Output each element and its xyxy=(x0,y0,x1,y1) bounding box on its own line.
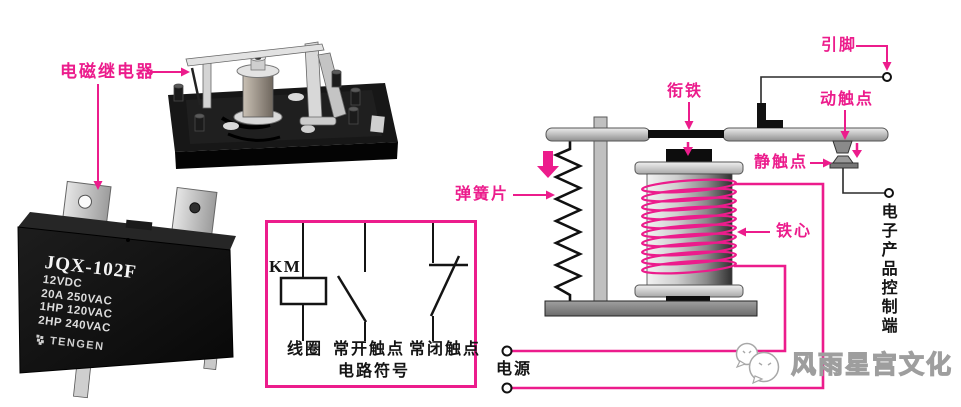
tengen-logo-icon xyxy=(36,334,44,346)
control-terminal-label: 电子产品控制端 xyxy=(878,203,896,336)
iron-core-label: 铁心 xyxy=(776,223,813,240)
terminal-knobs xyxy=(173,69,361,132)
armature-label: 衔铁 xyxy=(667,83,704,100)
watermark-brand-text: 风雨星宫文化 xyxy=(790,350,954,379)
relay-print-block: JQX-102F 12VDC 20A 250VAC 1HP 120VAC 2HP… xyxy=(35,252,217,365)
power-label: 电源 xyxy=(496,361,533,378)
photo-label-arrows xyxy=(93,67,190,190)
wechat-icon xyxy=(735,342,780,385)
power-terminal-bottom xyxy=(501,382,513,394)
static-contact-label: 静触点 xyxy=(754,154,809,171)
relay-product-photo xyxy=(17,180,236,399)
control-terminal-dot xyxy=(884,188,894,198)
static-contact-shape xyxy=(832,155,854,164)
normally-open-label: 常开触点 xyxy=(333,341,406,358)
relay-structure-diagram xyxy=(501,45,894,394)
moving-contact-label: 动触点 xyxy=(820,91,875,108)
spring-zigzag xyxy=(552,141,584,301)
pin-label: 引脚 xyxy=(821,37,858,54)
circuit-symbol-caption: 电路符号 xyxy=(338,363,411,380)
pin-terminal xyxy=(882,72,892,82)
watermark: 风雨星宫文化 xyxy=(731,341,953,385)
electromagnetic-relay-label: 电磁继电器 xyxy=(60,62,155,81)
coil-windings xyxy=(641,178,737,275)
moving-contact-shape xyxy=(832,140,853,154)
circuit-symbols xyxy=(279,223,468,341)
annotation-arrows xyxy=(513,45,892,237)
demo-relay-photo xyxy=(168,41,398,169)
spring-leaf-label: 弹簧片 xyxy=(455,186,510,203)
power-terminal-top xyxy=(501,345,513,357)
coil-label: 线圈 xyxy=(287,341,324,358)
normally-closed-label: 常闭触点 xyxy=(409,341,482,358)
relay-code-label: KM xyxy=(269,257,302,276)
